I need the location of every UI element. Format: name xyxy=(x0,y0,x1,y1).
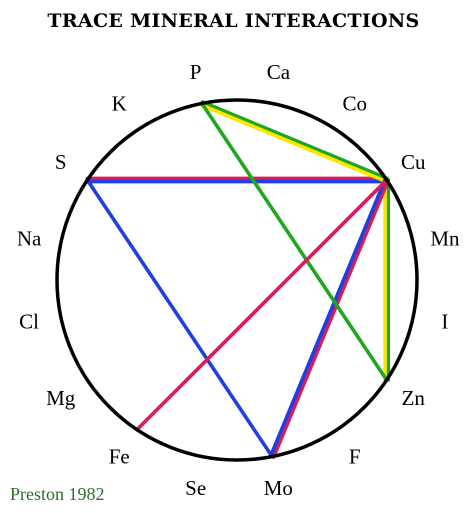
element-label-f: F xyxy=(349,444,361,468)
interaction-lines xyxy=(85,100,391,459)
element-label-s: S xyxy=(55,150,67,174)
element-label-cu: Cu xyxy=(401,150,426,174)
element-label-na: Na xyxy=(17,227,42,251)
element-label-fe: Fe xyxy=(109,444,130,468)
interaction-line-p-cu-2 xyxy=(199,103,388,184)
diagram-title: TRACE MINERAL INTERACTIONS xyxy=(47,10,420,32)
element-label-p: P xyxy=(190,60,202,84)
element-label-mo: Mo xyxy=(264,476,293,500)
interaction-line-p-zn-1 xyxy=(200,101,389,382)
element-label-zn: Zn xyxy=(402,386,426,410)
element-label-i: I xyxy=(441,309,448,333)
interaction-line-cu-mo-1 xyxy=(271,178,390,459)
interaction-line-s-mo-1 xyxy=(85,178,274,459)
wheel-circle xyxy=(55,98,419,462)
element-label-mg: Mg xyxy=(46,386,76,410)
interaction-line-p-cu-1 xyxy=(200,100,390,181)
interaction-line-fe-cu-1 xyxy=(135,178,389,432)
element-label-se: Se xyxy=(185,476,206,500)
element-label-k: K xyxy=(112,92,127,116)
element-label-ca: Ca xyxy=(267,60,291,84)
element-label-co: Co xyxy=(343,92,368,116)
element-label-cl: Cl xyxy=(19,309,39,333)
interaction-line-cu-mo-2 xyxy=(268,177,387,458)
element-label-mn: Mn xyxy=(430,227,460,251)
citation-text: Preston 1982 xyxy=(10,484,105,504)
